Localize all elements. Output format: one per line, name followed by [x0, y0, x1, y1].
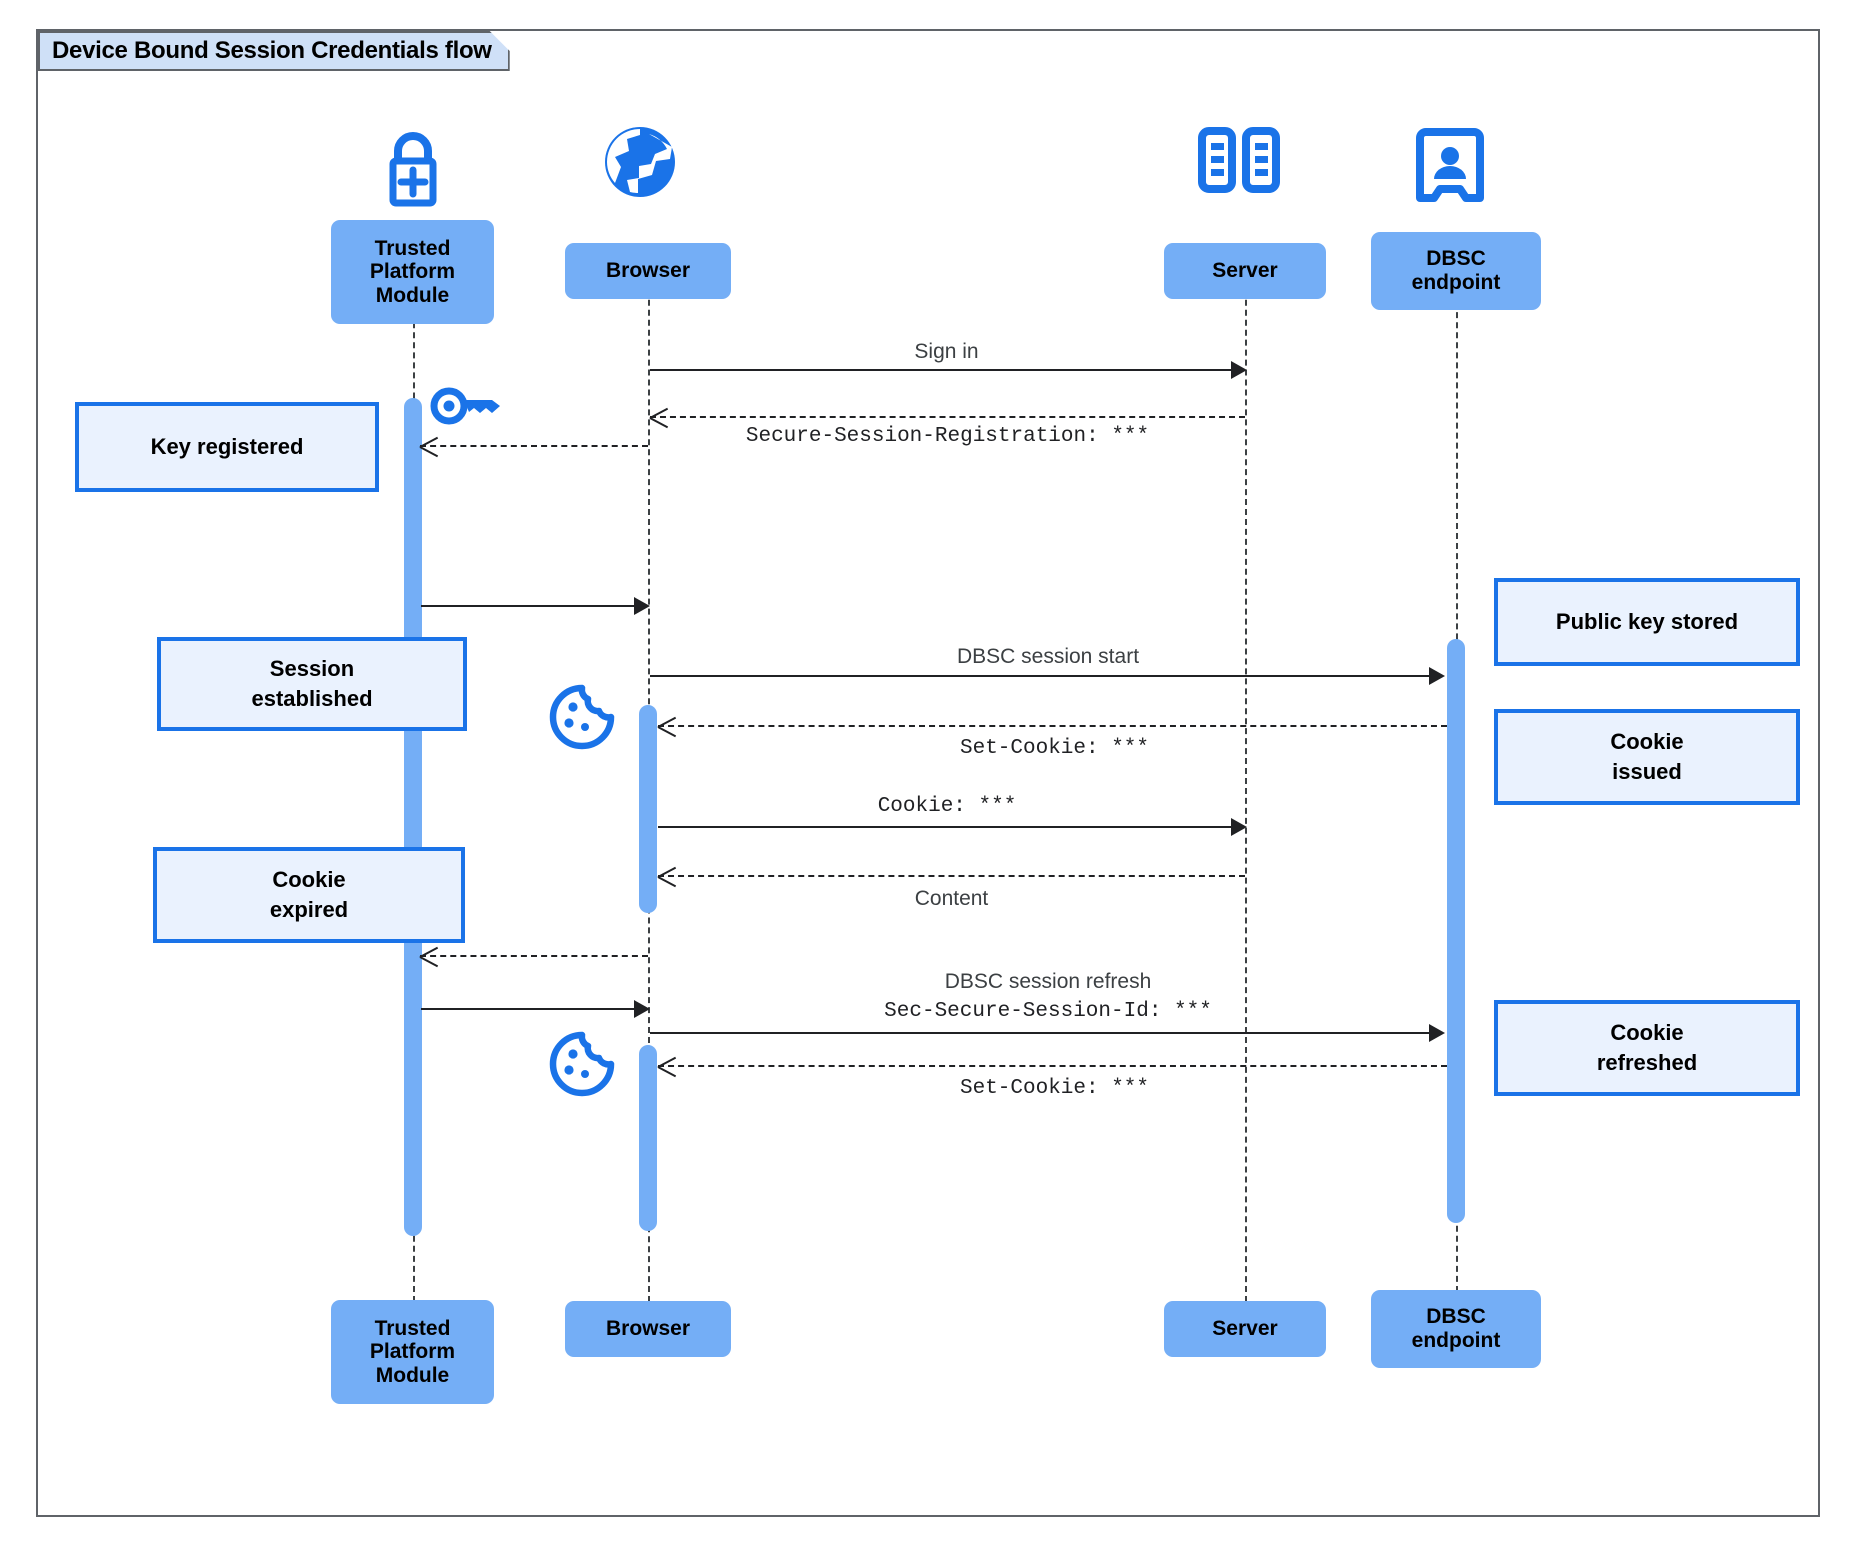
message-label-content: Content: [914, 887, 989, 910]
message-label-cookie: Cookie: ***: [877, 795, 1017, 818]
note-text: Cookie expired: [269, 867, 349, 922]
note-text: Public key stored: [1555, 609, 1739, 635]
servers-icon: [1196, 127, 1282, 193]
cookie-icon: [548, 683, 616, 751]
id-badge-icon: [1416, 128, 1484, 208]
message-label-dbsc-session-start: DBSC session start: [956, 645, 1140, 668]
participant-server-bottom[interactable]: Server: [1164, 1301, 1326, 1357]
cookie-icon: [548, 1030, 616, 1098]
note-cookie-issued: Cookie issued: [1494, 709, 1800, 805]
message-line-tpm-to-browser-key: [421, 605, 636, 607]
activation-bar-browser-2: [639, 1045, 657, 1231]
key-icon: [428, 382, 508, 430]
message-line-set-cookie-2: [658, 1065, 1447, 1067]
note-public-key-stored: Public key stored: [1494, 578, 1800, 666]
participant-tpm-bottom[interactable]: Trusted Platform Module: [331, 1300, 494, 1404]
message-arrowhead-cookie: [1231, 818, 1247, 836]
participant-label: Browser: [605, 259, 691, 283]
lifeline-server: [1245, 250, 1247, 1302]
message-arrowhead-tpm-to-browser-key: [634, 597, 650, 615]
note-text: Cookie issued: [1610, 729, 1684, 784]
participant-label: Server: [1212, 1317, 1278, 1341]
message-line-dbsc-session-start: [650, 675, 1430, 677]
activation-bar-dbsc: [1447, 639, 1465, 1223]
note-text: Cookie refreshed: [1596, 1020, 1698, 1075]
participant-label: DBSC endpoint: [1411, 1305, 1501, 1352]
message-arrowhead-dbsc-session-refresh: [1429, 1024, 1445, 1042]
participant-tpm-top[interactable]: Trusted Platform Module: [331, 220, 494, 324]
activation-bar-tpm: [404, 398, 422, 1236]
message-label-secure-session-registration: Secure-Session-Registration: ***: [745, 425, 1150, 448]
message-line-sign-in: [650, 369, 1233, 371]
message-line-browser-to-tpm-register: [420, 445, 648, 447]
message-label-dbsc-session-refresh: DBSC session refresh: [944, 970, 1152, 993]
activation-bar-browser-1: [639, 705, 657, 913]
message-line-tpm-to-browser-refresh: [421, 1008, 636, 1010]
message-label-sign-in: Sign in: [914, 340, 979, 363]
lock-plus-icon: [371, 125, 455, 209]
message-line-set-cookie-1: [658, 725, 1447, 727]
message-line-dbsc-session-refresh: [650, 1032, 1430, 1034]
participant-label: Browser: [605, 1317, 691, 1341]
message-label-dbsc-session-refresh-header: Sec-Secure-Session-Id: ***: [884, 1000, 1212, 1023]
message-line-content: [658, 875, 1245, 877]
page-title: Device Bound Session Credentials flow: [52, 37, 492, 64]
message-line-browser-to-tpm-refresh: [420, 955, 648, 957]
message-arrowhead-dbsc-session-start: [1429, 667, 1445, 685]
note-cookie-expired: Cookie expired: [153, 847, 465, 943]
note-key-registered: Key registered: [75, 402, 379, 492]
message-line-cookie: [658, 826, 1233, 828]
note-session-established: Session established: [157, 637, 467, 731]
globe-icon: [598, 120, 682, 204]
participant-browser-top[interactable]: Browser: [565, 243, 731, 299]
participant-label: Trusted Platform Module: [369, 1316, 456, 1387]
participant-label: Trusted Platform Module: [369, 236, 456, 307]
message-line-secure-session-registration: [650, 416, 1245, 418]
note-text: Key registered: [150, 434, 304, 460]
participant-server-top[interactable]: Server: [1164, 243, 1326, 299]
message-arrowhead-sign-in: [1231, 361, 1247, 379]
participant-dbsc-top[interactable]: DBSC endpoint: [1371, 232, 1541, 310]
note-cookie-refreshed: Cookie refreshed: [1494, 1000, 1800, 1096]
note-text: Session established: [251, 656, 373, 711]
participant-browser-bottom[interactable]: Browser: [565, 1301, 731, 1357]
participant-label: Server: [1212, 259, 1278, 283]
message-label-set-cookie-2: Set-Cookie: ***: [959, 1077, 1150, 1100]
message-arrowhead-tpm-to-browser-refresh: [634, 1000, 650, 1018]
participant-dbsc-bottom[interactable]: DBSC endpoint: [1371, 1290, 1541, 1368]
diagram-title-tab: Device Bound Session Credentials flow: [38, 31, 510, 71]
participant-label: DBSC endpoint: [1411, 247, 1501, 294]
message-label-set-cookie-1: Set-Cookie: ***: [959, 737, 1150, 760]
